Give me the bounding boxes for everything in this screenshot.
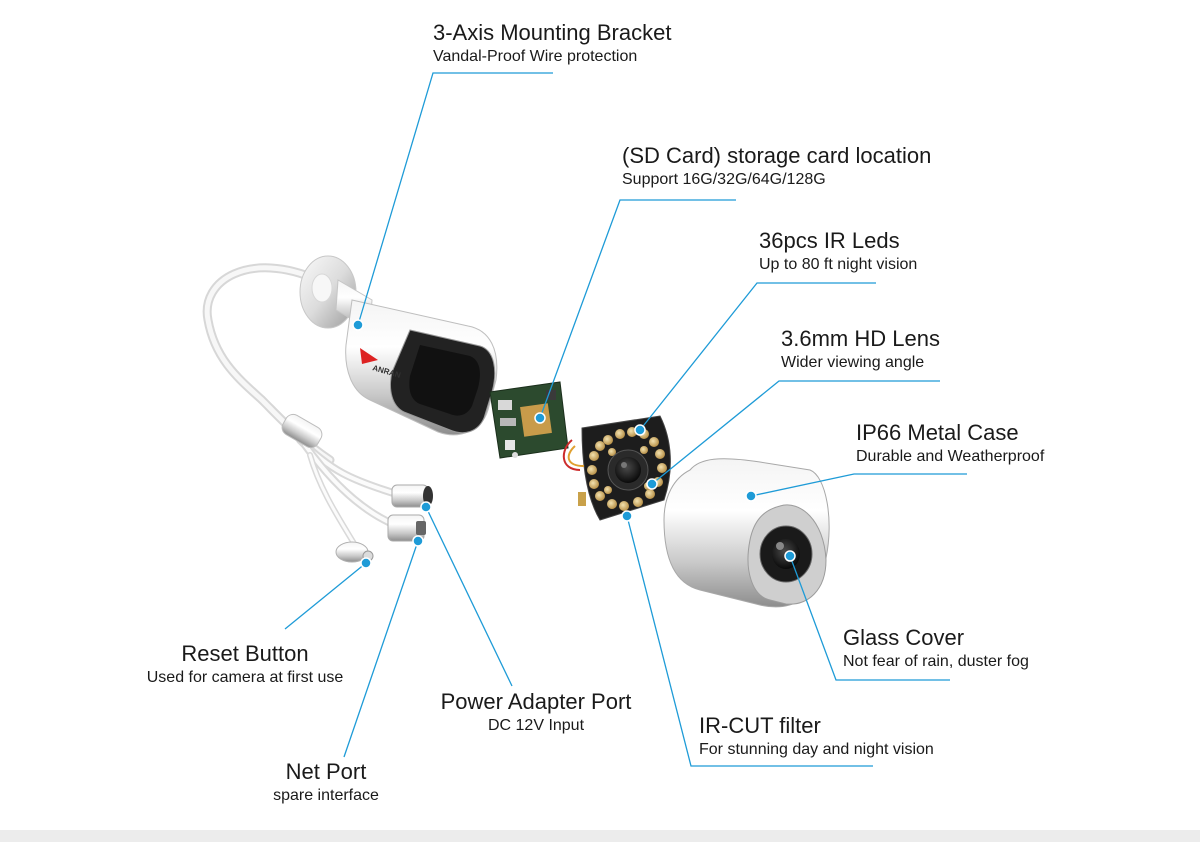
callout-lines — [284, 72, 967, 767]
dot-net — [412, 535, 424, 547]
dot-glass — [784, 550, 796, 562]
callout-lens-title: 3.6mm HD Lens — [781, 326, 940, 351]
callout-case: IP66 Metal Case Durable and Weatherproof — [856, 420, 1044, 468]
leader-glass — [789, 555, 950, 681]
callout-case-subtitle: Durable and Weatherproof — [856, 448, 1045, 465]
leader-sd-card — [539, 199, 736, 419]
callout-ir-leds-subtitle: Up to 80 ft night vision — [759, 256, 918, 273]
net-plug — [387, 514, 426, 542]
callout-power: Power Adapter Port DC 12V Input — [426, 689, 646, 737]
callout-glass: Glass Cover Not fear of rain, duster fog — [843, 625, 1029, 673]
callout-reset: Reset Button Used for camera at first us… — [130, 641, 360, 689]
dot-bracket — [352, 319, 364, 331]
dot-ircut — [621, 510, 633, 522]
leader-net — [343, 540, 419, 758]
callout-power-title: Power Adapter Port — [440, 689, 632, 714]
callout-bracket-title: 3-Axis Mounting Bracket — [433, 20, 672, 45]
reset-button-part — [335, 541, 374, 563]
footer-band — [0, 830, 1200, 842]
callout-ir-leds: 36pcs IR Leds Up to 80 ft night vision — [759, 228, 917, 276]
callout-lens-subtitle: Wider viewing angle — [781, 354, 925, 371]
callout-glass-subtitle: Not fear of rain, duster fog — [843, 653, 1029, 670]
callout-bracket: 3-Axis Mounting Bracket Vandal-Proof Wir… — [433, 20, 671, 68]
callout-reset-subtitle: Used for camera at first use — [146, 669, 344, 686]
callout-ircut-title: IR-CUT filter — [699, 713, 821, 738]
leader-power — [425, 506, 513, 687]
dot-power — [420, 501, 432, 513]
callout-power-subtitle: DC 12V Input — [487, 717, 585, 734]
sd-card-board — [489, 381, 569, 459]
callout-sd-card-title: (SD Card) storage card location — [622, 143, 932, 168]
callout-sd-card: (SD Card) storage card location Support … — [622, 143, 931, 191]
mounted-camera: ANRAN — [299, 255, 498, 436]
leader-case — [750, 473, 967, 497]
leader-ir-leds — [639, 282, 876, 431]
cable-splitter — [281, 413, 323, 449]
leader-bracket — [357, 72, 553, 326]
hd-lens — [607, 449, 649, 491]
dot-case — [745, 490, 757, 502]
dot-sd-card — [534, 412, 546, 424]
callout-ircut: IR-CUT filter For stunning day and night… — [699, 713, 934, 761]
dot-ir-leds — [634, 424, 646, 436]
callout-net-subtitle: spare interface — [273, 787, 379, 804]
callout-bracket-subtitle: Vandal-Proof Wire protection — [433, 48, 638, 65]
leader-reset — [284, 562, 367, 630]
power-plug — [391, 484, 433, 508]
callout-case-title: IP66 Metal Case — [856, 420, 1019, 445]
callout-dots — [352, 319, 796, 569]
dot-lens — [646, 478, 658, 490]
callout-lens: 3.6mm HD Lens Wider viewing angle — [781, 326, 940, 374]
callout-glass-title: Glass Cover — [843, 625, 965, 650]
callout-net: Net Port spare interface — [246, 759, 406, 807]
callout-ircut-subtitle: For stunning day and night vision — [699, 741, 934, 758]
leader-ircut — [626, 515, 873, 767]
callout-reset-title: Reset Button — [181, 641, 309, 666]
callout-sd-card-subtitle: Support 16G/32G/64G/128G — [622, 171, 826, 188]
ir-led-board — [562, 415, 671, 521]
metal-case — [663, 458, 830, 608]
callout-ir-leds-title: 36pcs IR Leds — [759, 228, 900, 253]
callout-net-title: Net Port — [285, 759, 367, 784]
dot-reset — [360, 557, 372, 569]
leader-lens — [651, 380, 940, 485]
